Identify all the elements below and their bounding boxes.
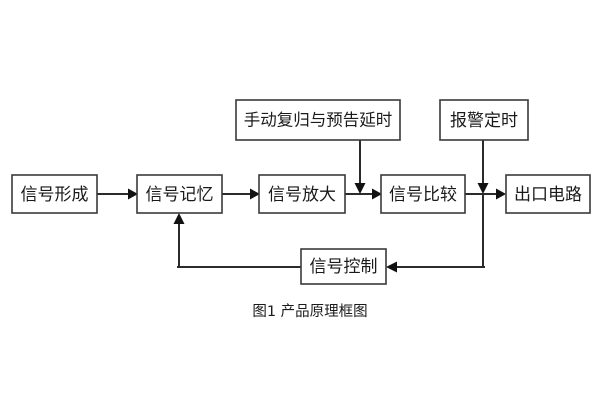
node-signal-compare[interactable]: 信号比较 (380, 174, 466, 214)
edge-formation-to-memory (96, 188, 138, 200)
edge-control-to-memory (173, 213, 302, 268)
node-label-signal-amplify: 信号放大 (268, 185, 336, 205)
edge-compare-to-output (464, 188, 506, 200)
node-signal-memory[interactable]: 信号记忆 (136, 174, 223, 214)
node-signal-formation[interactable]: 信号形成 (11, 174, 98, 214)
figure-caption: 图1 产品原理框图 (252, 303, 367, 320)
node-manual-reset-delay[interactable]: 手动复归与预告延时 (235, 99, 401, 141)
node-alarm-timer[interactable]: 报警定时 (439, 99, 529, 141)
node-output-circuit[interactable]: 出口电路 (505, 174, 591, 214)
edge-reset-to-compare (354, 139, 366, 194)
node-label-signal-formation: 信号形成 (21, 185, 89, 205)
node-label-signal-memory: 信号记忆 (146, 185, 214, 205)
node-label-signal-control: 信号控制 (310, 257, 378, 277)
node-label-alarm-timer: 报警定时 (450, 111, 518, 131)
node-label-manual-reset-delay: 手动复归与预告延时 (244, 111, 393, 130)
edge-amplify-to-compare (344, 188, 382, 200)
edge-memory-to-amplify (221, 188, 260, 200)
node-signal-control[interactable]: 信号控制 (300, 248, 387, 285)
node-signal-amplify[interactable]: 信号放大 (258, 174, 346, 214)
edge-alarm-to-output-and-control (386, 139, 489, 273)
node-label-signal-compare: 信号比较 (389, 185, 457, 205)
node-label-output-circuit: 出口电路 (514, 185, 582, 205)
